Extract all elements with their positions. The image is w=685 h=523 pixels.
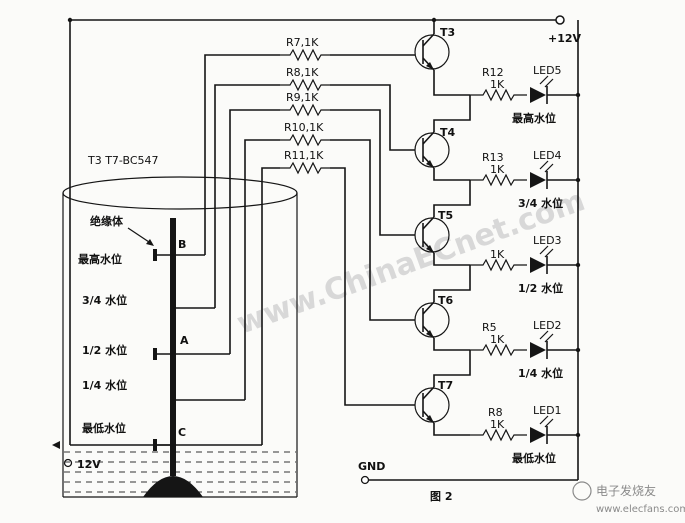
r7-label: R7,1K [286, 36, 319, 49]
t6-label: T6 [438, 294, 454, 307]
r9-label: R9,1K [286, 91, 319, 104]
junction-dots [67, 17, 581, 438]
pole-base [143, 476, 203, 497]
transistor-t4 [414, 95, 471, 181]
led1-label: LED1 [533, 404, 562, 417]
insulator-arrow [146, 239, 154, 246]
probes [155, 254, 262, 446]
site-logo: 电子发烧友 www.elecfans.com [572, 481, 685, 515]
probe-wires [204, 54, 280, 445]
r12-value: 1K [490, 78, 505, 91]
led2-label: LED2 [533, 319, 562, 332]
level-label-max: 最高水位 [78, 252, 122, 266]
electrode-c-label: C [178, 426, 186, 439]
r12-label: R12 [482, 66, 504, 79]
t4-label: T4 [440, 126, 456, 139]
supply-terminal [555, 15, 565, 25]
supply-arrow [52, 441, 60, 449]
t3-label: T3 [440, 26, 455, 39]
electrode-b-label: B [178, 238, 186, 251]
insulator-cap-a [153, 348, 157, 360]
r13-label: R13 [482, 151, 504, 164]
led4-label: LED4 [533, 149, 562, 162]
r10-label: R10,1K [284, 121, 324, 134]
site-url: www.elecfans.com [596, 504, 685, 515]
r8-out-label: R8 [488, 406, 503, 419]
led4-level: 3/4 水位 [518, 196, 563, 210]
r11-label: R11,1K [284, 149, 324, 162]
insulator-cap-c [153, 439, 157, 451]
leds [530, 75, 578, 444]
r5-label: R5 [482, 321, 497, 334]
insulator-label: 绝缘体 [90, 214, 124, 228]
led3-level: 1/2 水位 [518, 281, 563, 295]
transistor-note: T3 T7-BC547 [87, 154, 159, 167]
insulator-cap-b [153, 249, 157, 261]
electrode-a-label: A [180, 334, 189, 347]
led5-level: 最高水位 [512, 111, 556, 125]
site-logo-icon [572, 481, 592, 501]
supply-label: +12V [548, 32, 582, 45]
transistor-t7 [414, 350, 471, 436]
ground-label: GND [358, 460, 385, 473]
insulator-pointer [127, 227, 153, 245]
sensor-pole [170, 218, 176, 476]
r8-out-value: 1K [490, 418, 505, 431]
led5-label: LED5 [533, 64, 562, 77]
r13-value: 1K [490, 163, 505, 176]
led2-level: 1/4 水位 [518, 366, 563, 380]
r8-label: R8,1K [286, 66, 319, 79]
output-resistors [470, 88, 527, 442]
base-wires [330, 54, 415, 406]
electrode-supply-terminal [63, 458, 73, 468]
r5-value: 1K [490, 333, 505, 346]
led3-label: LED3 [533, 234, 562, 247]
figure-caption: 图 2 [430, 490, 452, 503]
led1-level: 最低水位 [512, 451, 556, 465]
base-resistors [280, 48, 330, 175]
level-label-min: 最低水位 [82, 421, 126, 435]
electrode-supply-label: 12V [77, 458, 101, 471]
level-label-12: 1/2 水位 [82, 343, 127, 357]
transistor-t3 [414, 20, 470, 96]
level-label-14: 1/4 水位 [82, 378, 127, 392]
ground-terminal [360, 475, 370, 485]
transistor-t6 [414, 265, 471, 351]
site-logo-text: 电子发烧友 [596, 483, 656, 498]
level-label-34: 3/4 水位 [82, 293, 127, 307]
t5-label: T5 [438, 209, 453, 222]
t7-label: T7 [438, 379, 453, 392]
r-t5-value: 1K [490, 248, 505, 261]
transistor-t5 [414, 180, 471, 266]
